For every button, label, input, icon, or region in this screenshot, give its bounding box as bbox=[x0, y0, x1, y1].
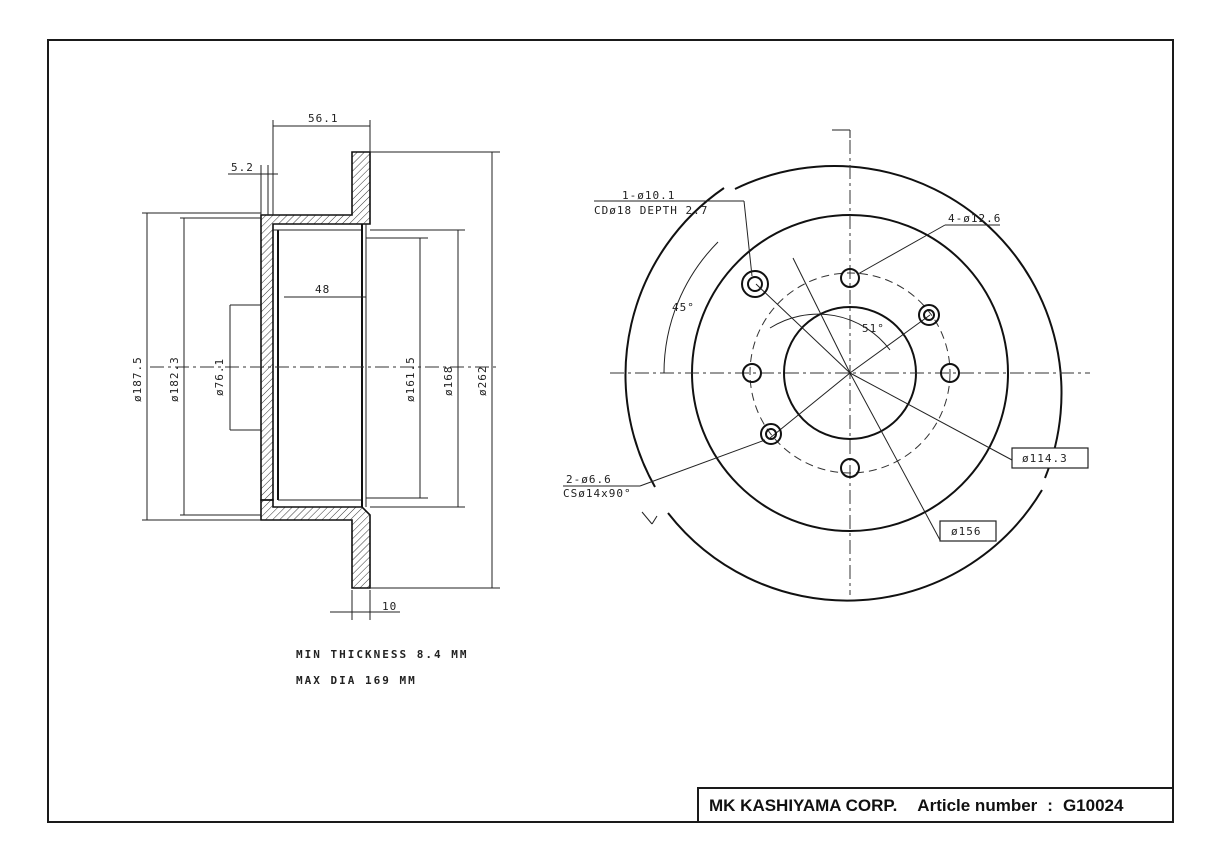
article-separator: : bbox=[1047, 795, 1053, 815]
dim-phi-262: ø262 bbox=[476, 366, 489, 397]
dim-10: 10 bbox=[382, 600, 397, 613]
note-max-dia: MAX DIA 169 MM bbox=[296, 674, 417, 687]
callout-2-holes-line2: CSø14x90° bbox=[563, 487, 632, 500]
callout-2-holes-line1: 2-ø6.6 bbox=[566, 473, 612, 486]
screw-hole-right-countersink bbox=[918, 304, 940, 326]
locating-hole bbox=[747, 276, 763, 292]
angle-45-label: 45° bbox=[672, 301, 695, 314]
company-name: MK KASHIYAMA CORP. bbox=[709, 795, 898, 815]
pcd-114-label: ø114.3 bbox=[1022, 452, 1068, 465]
dim-5-2: 5.2 bbox=[231, 161, 254, 174]
note-min-thickness: MIN THICKNESS 8.4 MM bbox=[296, 648, 468, 661]
angle-45-arc bbox=[663, 241, 719, 374]
dim-phi-182-3: ø182.3 bbox=[168, 356, 181, 402]
dim-phi-168: ø168 bbox=[442, 366, 455, 397]
callout-hole1-line2: CDø18 DEPTH 2.7 bbox=[594, 204, 708, 217]
section-hatch-bottom bbox=[260, 499, 371, 589]
angle-51-label: 51° bbox=[862, 322, 885, 335]
dim-48: 48 bbox=[315, 283, 330, 296]
bolt-hole-right bbox=[940, 363, 960, 383]
pcd-114-box bbox=[1011, 447, 1089, 469]
screw-hole-left-countersink bbox=[760, 423, 782, 445]
dim-phi-161-5: ø161.5 bbox=[404, 356, 417, 402]
dia-156-box bbox=[939, 520, 997, 542]
angle-51-arc bbox=[769, 313, 891, 351]
dim-phi-76-1: ø76.1 bbox=[213, 358, 226, 396]
side-section-view: 56.1 5.2 48 10 ø187.5 ø182.3 ø76.1 ø161.… bbox=[131, 112, 500, 687]
dim-56-1: 56.1 bbox=[308, 112, 339, 125]
locating-hole-counterbore bbox=[741, 270, 769, 298]
dim-phi-187-5: ø187.5 bbox=[131, 356, 144, 402]
screw-hole-left bbox=[765, 428, 777, 440]
article-label: Article number bbox=[917, 795, 1038, 815]
article-number: G10024 bbox=[1062, 795, 1124, 815]
bolt-hole-left bbox=[742, 363, 762, 383]
disc-outer-edge-arc-bottom bbox=[667, 489, 1043, 602]
callout-hole1-line1: 1-ø10.1 bbox=[622, 189, 675, 202]
dia-156-label: ø156 bbox=[951, 525, 982, 538]
bolt-hole-bottom bbox=[840, 458, 860, 478]
title-block: MK KASHIYAMA CORP. Article number : G100… bbox=[697, 787, 1173, 822]
bolt-hole-top bbox=[840, 268, 860, 288]
callout-4-holes: 4-ø12.6 bbox=[948, 212, 1001, 225]
drawing-border bbox=[47, 39, 1174, 823]
screw-hole-right bbox=[923, 309, 935, 321]
front-view: 45° 51° 1-ø10.1 CDø18 DEPTH 2.7 4-ø12.6 … bbox=[563, 129, 1090, 602]
disc-outer-edge-arc bbox=[734, 165, 1063, 479]
disc-outer-edge-arc-left bbox=[624, 187, 725, 488]
